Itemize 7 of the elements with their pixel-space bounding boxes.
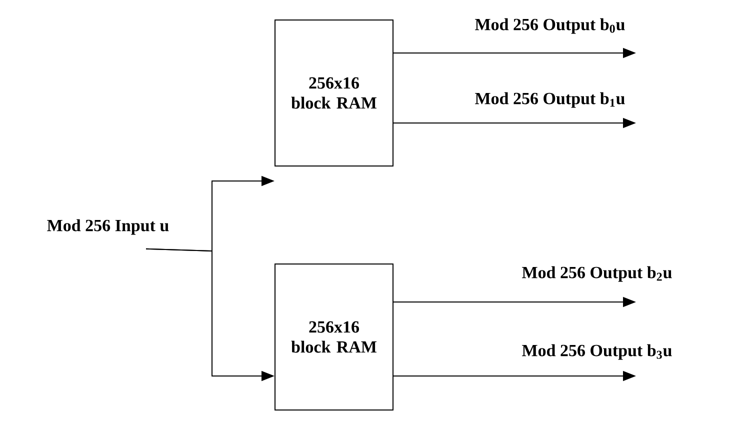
output-label: Mod 256 Output b$_{0}$u	[475, 18, 625, 34]
block-box: 256x16 block RAM	[274, 264, 394, 410]
input-label: Mod 256 Input u	[47, 219, 169, 235]
output-label: Mod 256 Output b$_{2}$u	[522, 266, 672, 282]
block-box: 256x16 block RAM	[274, 20, 394, 166]
output-label: Mod 256 Output b$_{3}$u	[522, 344, 672, 360]
output-label: Mod 256 Output b$_{1}$u	[475, 92, 625, 108]
